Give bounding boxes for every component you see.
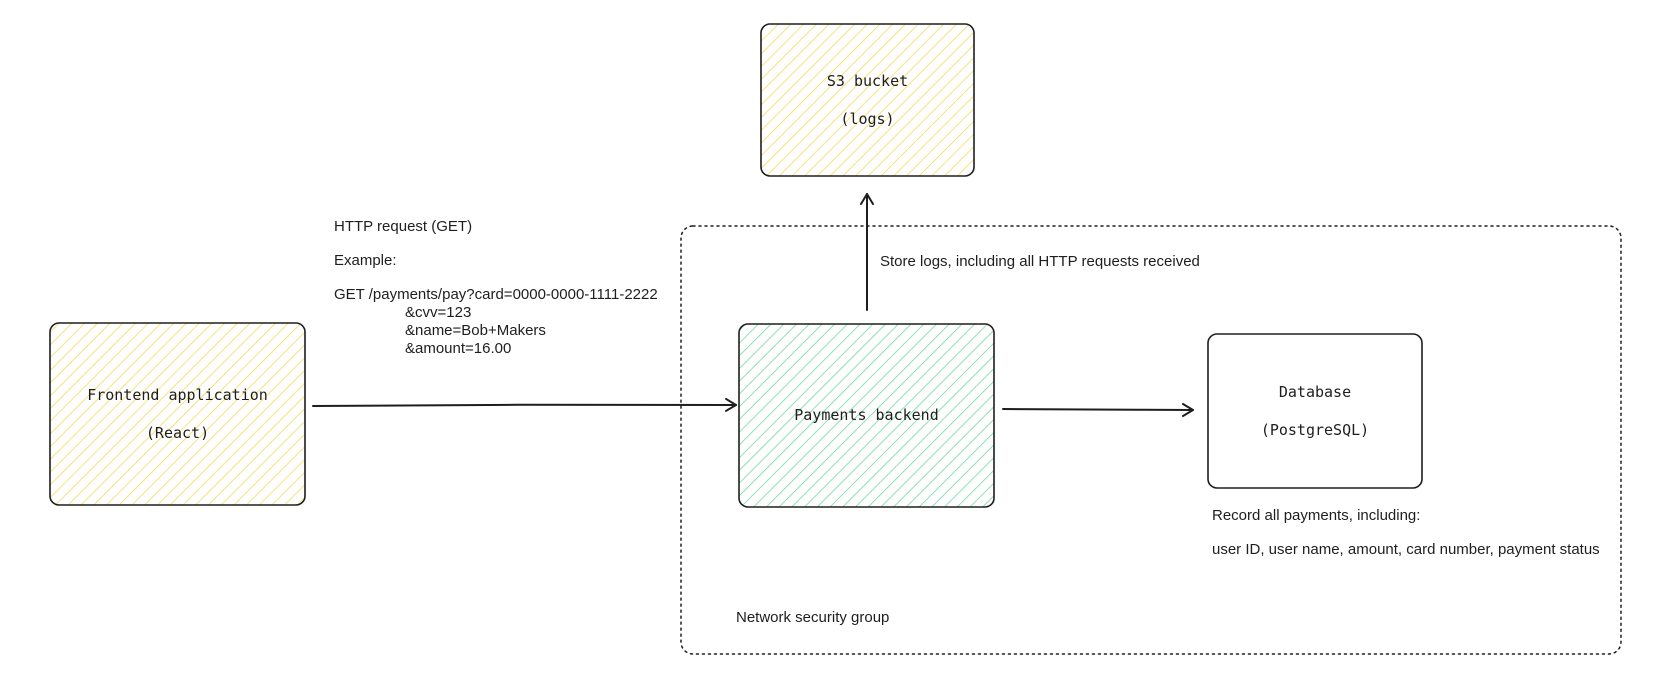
http-request-line-3: &name=Bob+Makers [405,322,546,339]
payments-backend-label: Payments backend [739,324,994,507]
s3-bucket-subtitle: (logs) [840,109,895,128]
frontend-title: Frontend application [87,385,268,404]
database-note: Record all payments, including: user ID,… [1212,507,1600,559]
network-security-group-label: Network security group [736,609,890,626]
s3-bucket-label: S3 bucket (logs) [761,24,974,176]
http-request-line-2: &cvv=123 [405,304,472,321]
database-box [1207,333,1423,489]
frontend-subtitle: (React) [145,423,210,442]
http-request-example-label: Example: [334,252,397,269]
database-note-line-2: user ID, user name, amount, card number,… [1212,541,1600,558]
arrow-backend-to-database [1002,402,1194,417]
database-title: Database [1278,382,1352,401]
arrow-frontend-to-backend [312,397,737,412]
frontend-label: Frontend application (React) [50,323,305,505]
database-note-line-1: Record all payments, including: [1212,507,1421,524]
store-logs-note: Store logs, including all HTTP requests … [880,253,1200,270]
database-label: Database (PostgreSQL) [1208,334,1422,488]
database-subtitle: (PostgreSQL) [1260,420,1370,439]
s3-bucket-title: S3 bucket [826,71,909,90]
frontend-box [49,322,306,506]
http-request-title: HTTP request (GET) [334,218,473,235]
s3-bucket-box [760,23,975,177]
payments-backend-box [738,323,995,508]
http-request-note: HTTP request (GET) Example: GET /payment… [334,218,658,358]
http-request-line-1: GET /payments/pay?card=0000-0000-1111-22… [334,286,658,303]
payments-backend-title: Payments backend [794,406,939,424]
network-security-group-boundary [680,225,1622,655]
http-request-line-4: &amount=16.00 [405,340,512,357]
